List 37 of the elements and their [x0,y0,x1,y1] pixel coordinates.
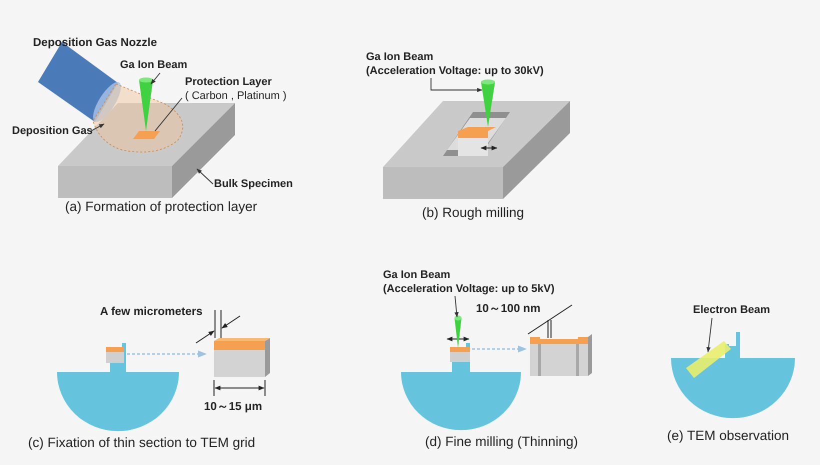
callout-label: Deposition Gas [12,124,93,138]
arrow [472,345,527,353]
dimension-label: 10～100 nm [476,302,540,316]
leader-line [90,124,104,132]
callout-label: Protection Layer [185,75,273,89]
part-label: Deposition Gas Nozzle [33,37,157,49]
specimen-block [450,347,470,362]
specimen-block [214,338,270,377]
panel-caption: (b) Rough milling [422,205,524,220]
callout-label: ( Carbon , Platinum ) [185,89,286,103]
leader-line [706,318,712,353]
specimen-block [106,347,124,363]
callout-label: (Acceleration Voltage: up to 30kV) [366,64,544,78]
panel-caption: (a) Formation of protection layer [65,199,258,214]
leader-line [454,296,459,318]
callout-label: Electron Beam [693,303,770,317]
ion-beam-cone [454,316,462,348]
callout-label: Ga Ion Beam [120,58,188,72]
specimen-block [133,131,160,139]
panel-caption: (e) TEM observation [667,428,790,443]
leader-line [430,78,483,92]
gas-cloud [92,84,184,152]
ion-beam-cone [481,80,495,127]
panel-caption: (d) Fine milling (Thinning) [425,434,578,449]
callout-label: Ga Ion Beam [383,268,452,282]
specimen-block [530,334,592,376]
ion-beam-cone [139,78,153,131]
leader-line [196,168,214,184]
dimension-label: 10～15 μm [204,400,262,414]
callout-label: Ga Ion Beam [366,50,434,64]
callout-label: (Acceleration Voltage: up to 5kV) [383,282,555,296]
electron-beam [686,341,731,378]
dimension-label: A few micrometers [100,306,202,318]
panel-caption: (c) Fixation of thin section to TEM grid [28,435,256,450]
arrow [127,350,207,358]
leader-line [150,72,160,84]
callout-label: Bulk Specimen [214,177,293,191]
